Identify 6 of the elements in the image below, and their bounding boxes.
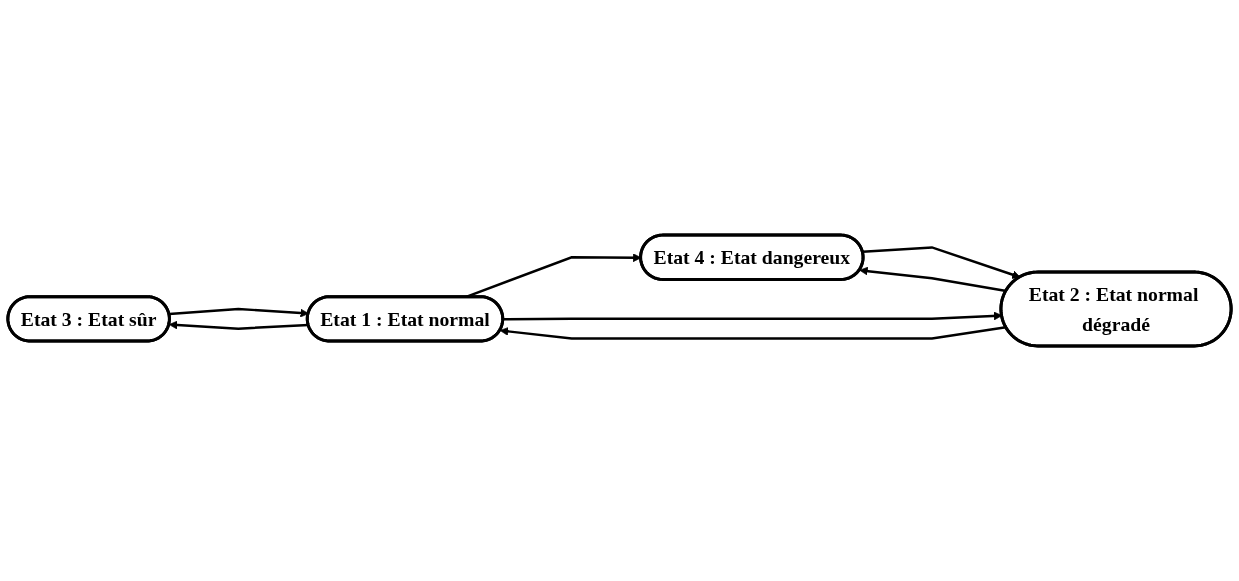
arrow	[862, 246, 1021, 279]
arrow	[499, 326, 1007, 340]
arrow	[168, 320, 309, 330]
arrow	[859, 266, 1007, 293]
arrow	[503, 311, 1003, 321]
arrow	[169, 307, 309, 318]
